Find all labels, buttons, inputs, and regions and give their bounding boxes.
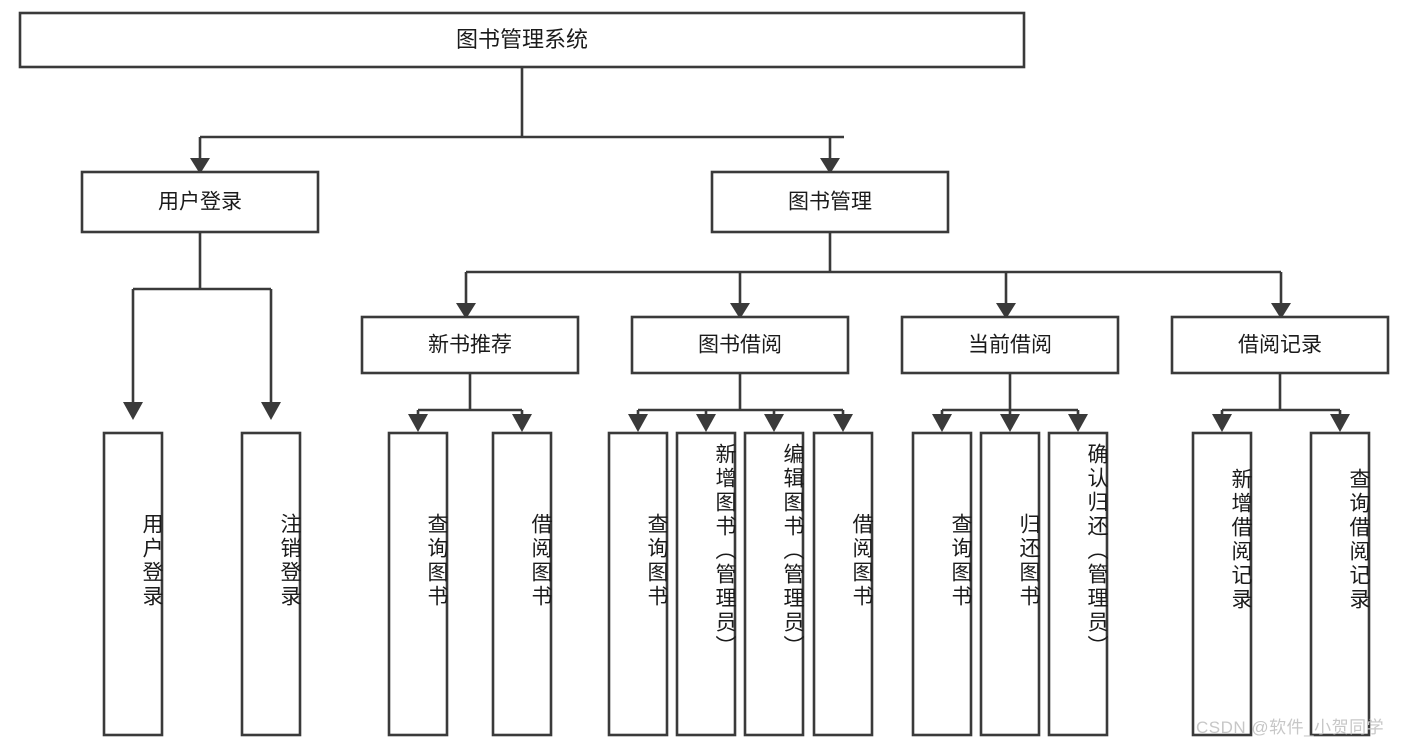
connector-bookmgmt-to-level3 (456, 232, 1291, 319)
leaf-box-book-borrow-1[interactable] (607, 431, 669, 737)
node-book-borrow[interactable]: 图书借阅 (630, 315, 850, 375)
leaf-box-current-borrow-1[interactable] (911, 431, 973, 737)
connector-borrowrecord-to-leaves (1212, 373, 1350, 432)
node-new-book-recommend[interactable]: 新书推荐 (360, 315, 580, 375)
node-borrow-record-label: 借阅记录 (1238, 334, 1322, 357)
leaf-box-current-borrow-3[interactable] (1047, 431, 1109, 737)
leaf-box-new-book-2[interactable] (491, 431, 553, 737)
connector-newbook-to-leaves (408, 373, 532, 432)
leaf-box-new-book-1[interactable] (387, 431, 449, 737)
leaf-box-current-borrow-2[interactable] (979, 431, 1041, 737)
node-root[interactable]: 图书管理系统 (18, 11, 1026, 69)
leaf-box-user-login-2[interactable] (240, 431, 302, 737)
leaf-box-book-borrow-3[interactable] (743, 431, 805, 737)
connector-bookborrow-to-leaves (628, 373, 853, 432)
csdn-watermark: CSDN @软件_小贺同学 (1196, 718, 1385, 737)
node-user-login[interactable]: 用户登录 (80, 170, 320, 234)
leaf-box-user-login-1[interactable] (102, 431, 164, 737)
leaf-box-book-borrow-4[interactable] (812, 431, 874, 737)
connector-userlogin-to-leaves (123, 232, 281, 420)
connector-root-to-level2 (190, 67, 844, 174)
node-root-label: 图书管理系统 (456, 27, 588, 52)
node-book-management-label: 图书管理 (788, 191, 872, 214)
node-book-management[interactable]: 图书管理 (710, 170, 950, 234)
node-borrow-record[interactable]: 借阅记录 (1170, 315, 1390, 375)
connector-currentborrow-to-leaves (932, 373, 1088, 432)
leaf-box-book-borrow-2[interactable] (675, 431, 737, 737)
node-current-borrow[interactable]: 当前借阅 (900, 315, 1120, 375)
node-user-login-label: 用户登录 (158, 191, 242, 214)
node-current-borrow-label: 当前借阅 (968, 334, 1052, 357)
node-new-book-recommend-label: 新书推荐 (428, 334, 512, 357)
leaf-box-borrow-record-1[interactable] (1191, 431, 1253, 737)
node-book-borrow-label: 图书借阅 (698, 334, 782, 357)
leaf-box-borrow-record-2[interactable] (1309, 431, 1371, 737)
